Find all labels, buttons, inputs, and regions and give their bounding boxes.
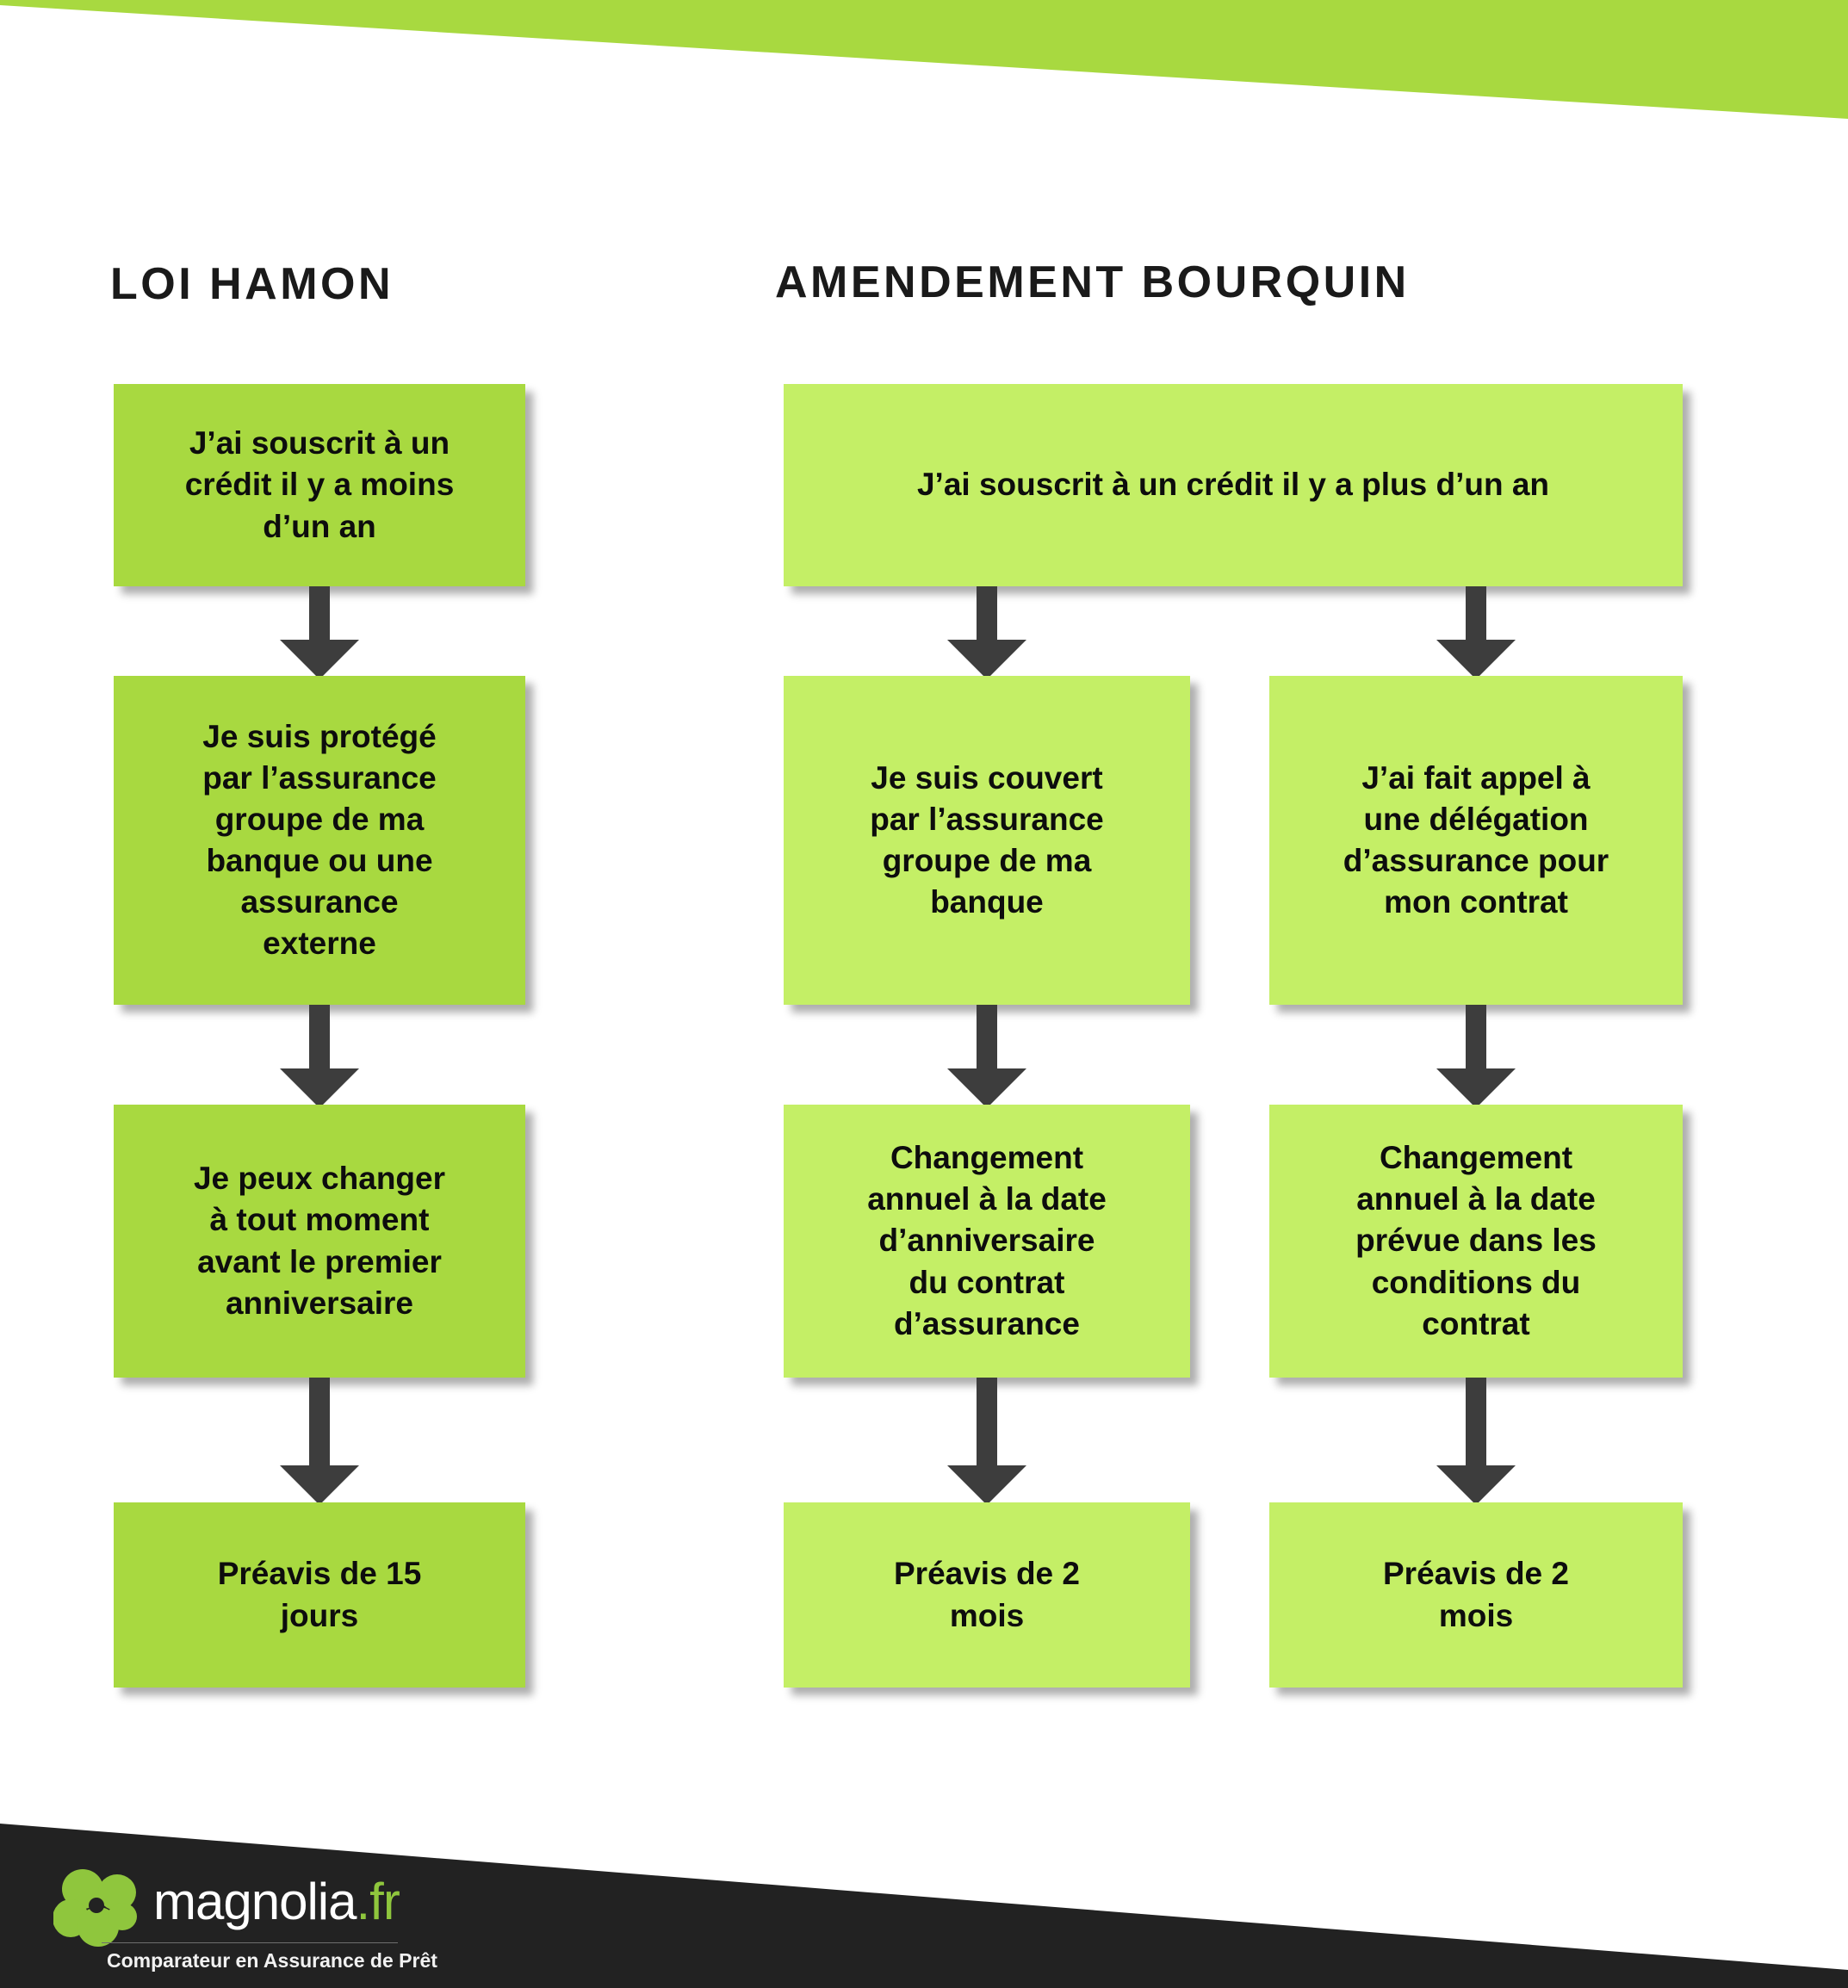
- flow-box-hamon-2: Je suis protégé par l’assurance groupe d…: [114, 676, 525, 1005]
- logo-brand-name: magnolia: [153, 1873, 357, 1930]
- magnolia-logo[interactable]: magnolia.fr Comparateur en Assurance de …: [53, 1867, 467, 1972]
- arrow-hamon-1-to-2: [280, 586, 359, 679]
- arrow-bourquin-a-2-to-3: [947, 1378, 1026, 1505]
- arrow-bourquin-a-1-to-2: [947, 1005, 1026, 1108]
- arrow-bourquin-b-2-to-3: [1436, 1378, 1516, 1505]
- logo-brand-tld: .fr: [356, 1873, 400, 1930]
- flow-box-bourquin-b-1: J’ai fait appel à une délégation d’assur…: [1269, 676, 1683, 1005]
- arrow-hamon-3-to-4: [280, 1378, 359, 1505]
- column-title-loi-hamon: LOI HAMON: [110, 259, 394, 309]
- flow-box-hamon-4: Préavis de 15 jours: [114, 1502, 525, 1688]
- flower-icon: [53, 1867, 150, 1957]
- flow-box-hamon-1: J’ai souscrit à un crédit il y a moins d…: [114, 384, 525, 586]
- flow-box-bourquin-a-3: Préavis de 2 mois: [784, 1502, 1190, 1688]
- logo-wordmark: magnolia.fr: [153, 1872, 400, 1931]
- arrow-bourquin-b-1-to-2: [1436, 1005, 1516, 1108]
- arrow-bourquin-root-to-branch-b: [1436, 586, 1516, 679]
- flow-box-bourquin-a-2: Changement annuel à la date d’anniversai…: [784, 1105, 1190, 1378]
- arrow-hamon-2-to-3: [280, 1005, 359, 1108]
- flow-box-hamon-3: Je peux changer à tout moment avant le p…: [114, 1105, 525, 1378]
- logo-divider: [102, 1942, 398, 1943]
- flow-box-bourquin-a-1: Je suis couvert par l’assurance groupe d…: [784, 676, 1190, 1005]
- flow-box-bourquin-root: J’ai souscrit à un crédit il y a plus d’…: [784, 384, 1683, 586]
- flow-box-bourquin-b-2: Changement annuel à la date prévue dans …: [1269, 1105, 1683, 1378]
- logo-tagline: Comparateur en Assurance de Prêt: [107, 1949, 437, 1972]
- column-title-amendement-bourquin: AMENDEMENT BOURQUIN: [775, 257, 1410, 307]
- arrow-bourquin-root-to-branch-a: [947, 586, 1026, 679]
- header-green-band: [0, 0, 1848, 119]
- flow-box-bourquin-b-3: Préavis de 2 mois: [1269, 1502, 1683, 1688]
